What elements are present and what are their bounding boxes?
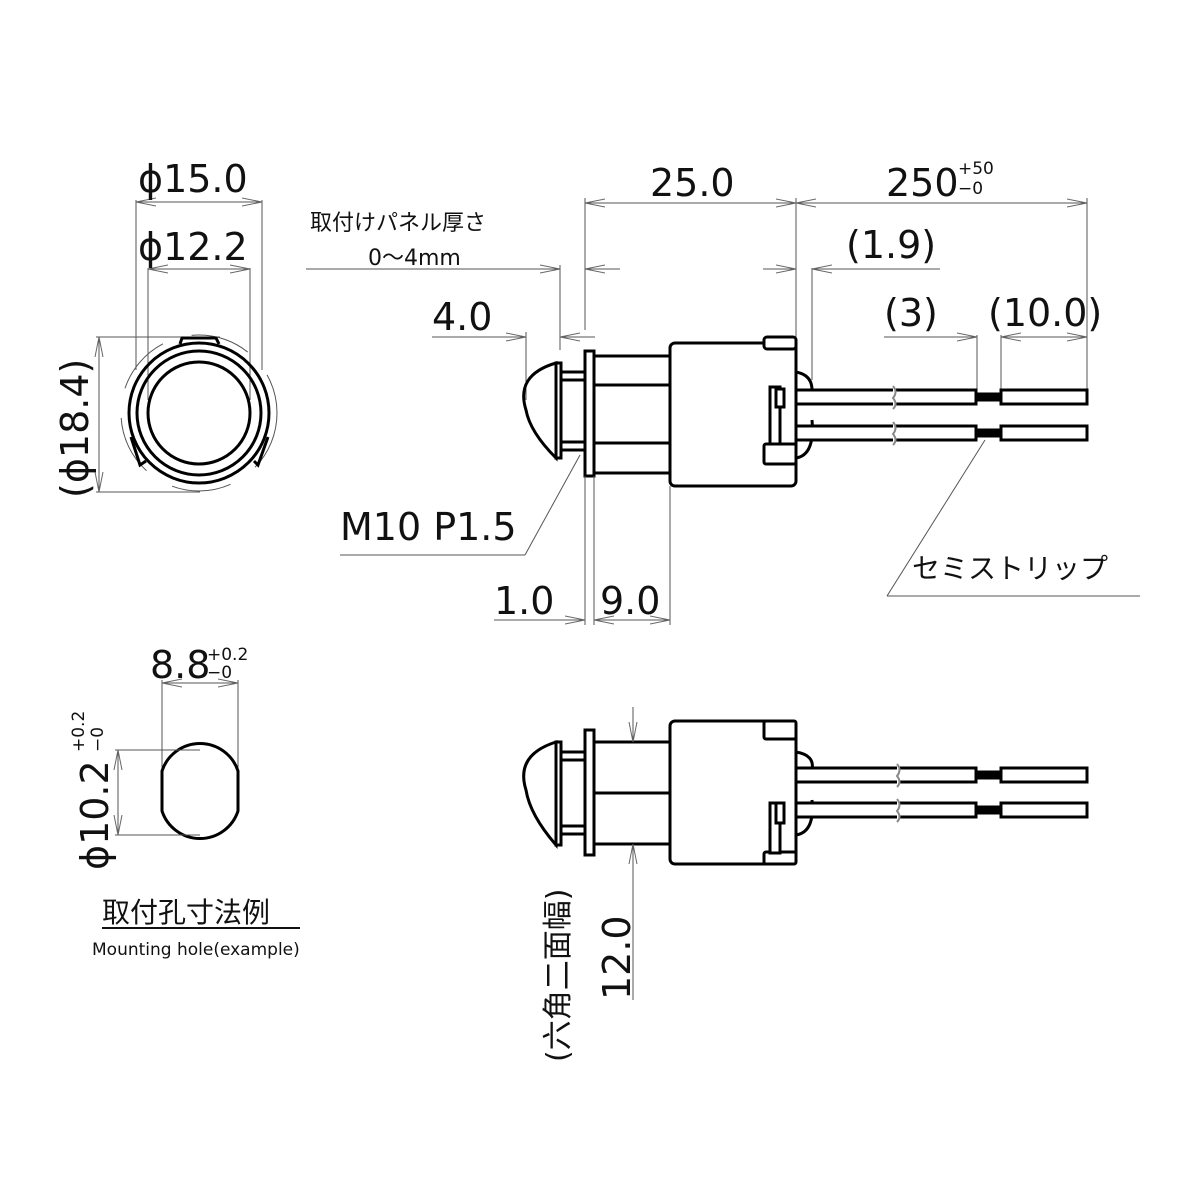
dim-flange-thickness: 1.0	[494, 579, 554, 623]
mounting-hole-diameter-tol-plus: +0.2	[69, 711, 89, 752]
mounting-hole: 8.8 +0.2 −0 ϕ10.2 +0.2 −0 取付孔寸法例 Mountin…	[69, 643, 300, 960]
dim-semistrip-gap: (3)	[884, 291, 938, 335]
led-body-side	[522, 335, 814, 488]
mounting-hole-title-en: Mounting hole(example)	[92, 940, 300, 960]
leads-bottom	[794, 763, 1089, 823]
mounting-hole-width-tol-plus: +0.2	[207, 645, 248, 665]
dim-outer-diameter: ϕ15.0	[138, 157, 248, 201]
mounting-hole-width-tol-minus: −0	[207, 663, 232, 683]
mounting-hole-diameter-tol-minus: −0	[88, 727, 108, 752]
mounting-hole-title-jp: 取付孔寸法例	[102, 896, 270, 929]
dim-overall-length: 25.0	[650, 161, 735, 205]
mounting-hole-diameter: ϕ10.2	[73, 760, 117, 870]
dim-terminal-offset: (1.9)	[846, 223, 936, 267]
dim-inner-diameter: ϕ12.2	[138, 225, 248, 269]
front-bezel-rings	[120, 334, 278, 492]
side-view-bottom: 12.0 (六角二面幅)	[522, 707, 1089, 1062]
mounting-hole-width: 8.8	[150, 643, 210, 687]
leads-side	[794, 385, 1089, 446]
dim-thread-length: 9.0	[600, 579, 660, 623]
mounting-hole-shape	[160, 741, 240, 841]
thread-spec: M10 P1.5	[340, 505, 517, 549]
panel-thickness-value: 0～4mm	[368, 246, 461, 271]
dim-lead-length-tol-plus: +50	[958, 159, 994, 179]
side-view: 25.0 250 +50 −0 (1.9) (3) (10.0) 取付けパネル厚…	[306, 159, 1140, 625]
hex-width-label: (六角二面幅)	[541, 889, 576, 1062]
dim-strip-length: (10.0)	[988, 291, 1102, 335]
front-view: ϕ15.0 ϕ12.2 (ϕ18.4)	[53, 157, 278, 498]
dim-bezel-diameter: (ϕ18.4)	[53, 359, 97, 498]
panel-thickness-label: 取付けパネル厚さ	[310, 211, 486, 236]
dim-lead-length-tol-minus: −0	[958, 179, 983, 199]
dim-lens-height: 4.0	[432, 295, 492, 339]
dim-lead-length-base: 250	[886, 161, 959, 205]
semistrip-label: セミストリップ	[912, 552, 1108, 585]
dim-hex-width: 12.0	[595, 915, 639, 1000]
led-body-bottom	[522, 719, 814, 866]
